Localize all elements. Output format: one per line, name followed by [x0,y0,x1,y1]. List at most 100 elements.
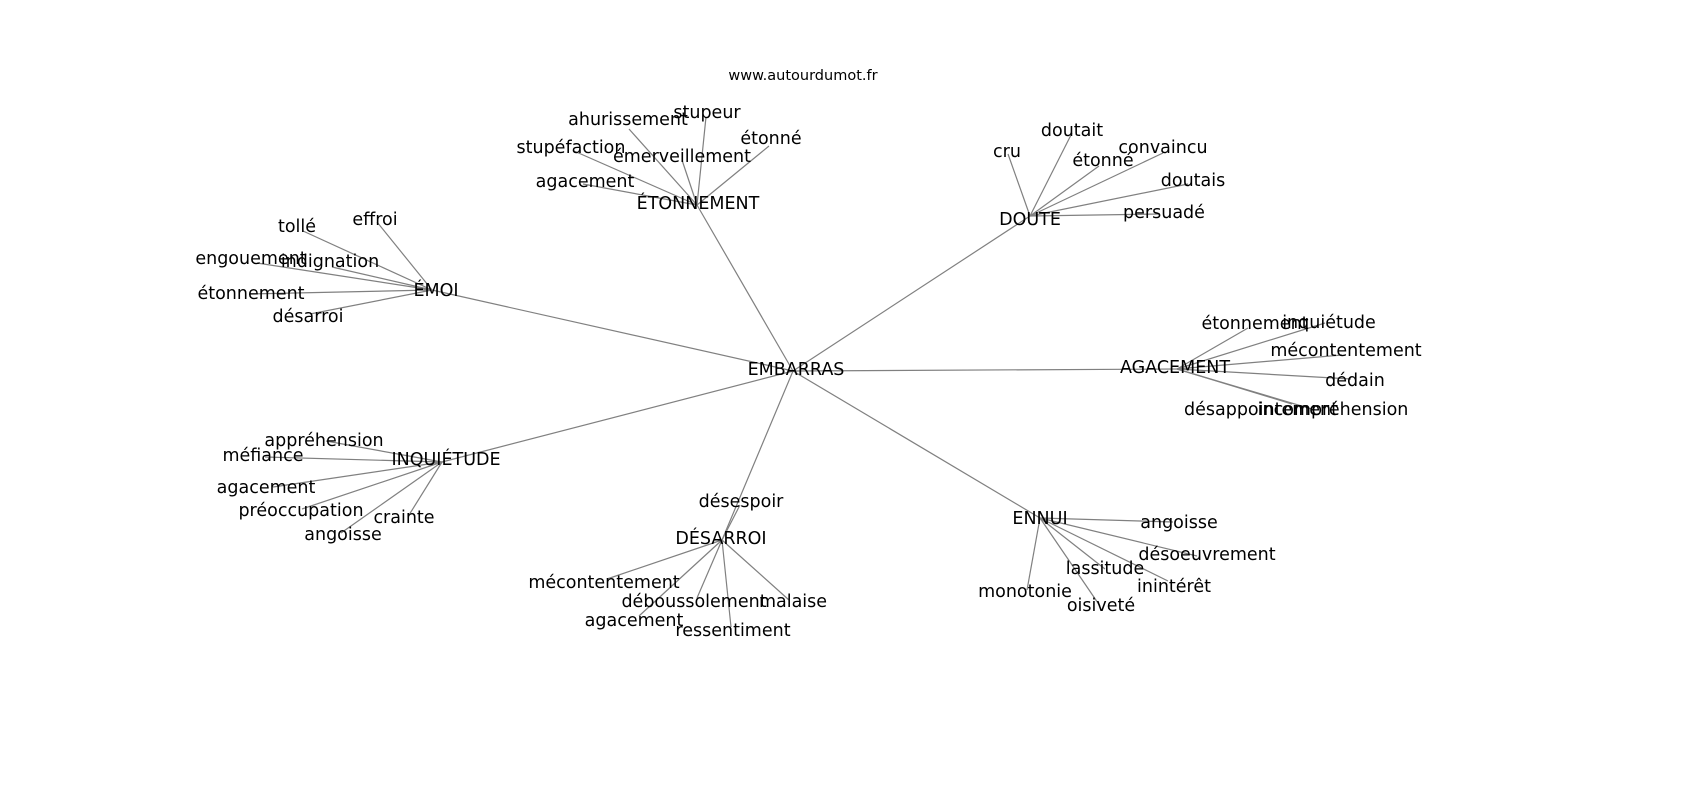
hub-node-label-emoi: ÉMOI [413,279,458,301]
leaf-node-label-etonnement-4: émerveillement [613,147,751,167]
edge-inquietude-leaf-1 [264,456,443,463]
edge-center-ennui [792,370,1041,519]
leaf-node-label-ennui-2: lassitude [1066,559,1145,579]
edge-etonnement-leaf-4 [681,159,698,206]
edge-center-inquietude [441,370,794,463]
edge-desarroi-leaf-5 [721,539,732,628]
leaf-node-label-etonnement-5: agacement [536,172,635,192]
edge-inquietude-leaf-3 [301,461,443,510]
leaf-node-label-doute-3: convaincu [1118,138,1207,158]
edge-center-etonnement [696,204,794,372]
leaf-node-label-agacement-2: mécontentement [1270,341,1421,361]
edge-etonnement-leaf-2 [696,145,770,206]
leaf-node-label-ennui-0: angoisse [1140,513,1218,533]
leaf-node-label-etonnement-1: stupeur [673,103,741,123]
leaf-node-label-inquietude-0: appréhension [264,431,383,451]
edge-ennui-leaf-5 [1039,517,1101,607]
leaf-node-label-desarroi-0: désespoir [699,492,785,512]
edge-desarroi-leaf-0 [721,504,741,541]
leaf-node-label-agacement-4: désappointement [1184,400,1338,420]
hub-node-label-doute: DOUTE [999,210,1061,230]
edge-emoi-leaf-5 [309,289,433,315]
leaf-node-label-etonnement-2: étonné [740,129,801,149]
edge-desarroi-leaf-1 [606,539,723,580]
leaf-node-label-agacement-3: dédain [1325,371,1385,391]
hub-node-label-ennui: ENNUI [1012,509,1067,529]
leaf-node-label-agacement-0: étonnement [1201,314,1308,334]
leaf-node-label-inquietude-3: préoccupation [238,501,363,521]
leaf-node-label-emoi-5: désarroi [273,307,344,327]
edge-inquietude-leaf-0 [325,440,443,463]
leaf-node-label-etonnement-3: stupéfaction [517,138,626,158]
hub-node-label-agacement: AGACEMENT [1120,358,1230,378]
leaf-node-label-desarroi-2: déboussolement [621,592,766,612]
edge-etonnement-leaf-5 [582,183,698,206]
leaf-node-label-doute-5: persuadé [1123,203,1205,223]
leaf-node-label-desarroi-4: agacement [585,611,684,631]
edge-emoi-leaf-4 [249,289,433,295]
leaf-node-label-ennui-1: désoeuvrement [1138,545,1275,565]
leaf-node-label-agacement-1: inquiétude [1282,313,1376,333]
edges-layer [249,116,1352,628]
edge-center-agacement [792,368,1178,372]
edge-emoi-leaf-2 [256,262,433,291]
leaf-node-label-ennui-4: monotonie [978,582,1072,602]
edge-etonnement-leaf-1 [696,116,707,206]
center-node-label: EMBARRAS [748,360,845,380]
edge-desarroi-leaf-4 [638,539,723,617]
edge-doute-leaf-5 [1029,213,1161,217]
edge-inquietude-leaf-2 [272,461,443,488]
leaf-node-label-doute-2: étonné [1072,151,1133,171]
leaf-node-label-emoi-1: effroi [352,210,397,230]
leaf-node-label-etonnement-0: ahurissement [568,110,688,130]
leaf-node-label-emoi-2: engouement [195,249,306,269]
edge-doute-leaf-0 [1029,132,1073,217]
edge-doute-leaf-3 [1029,152,1164,217]
edge-emoi-leaf-3 [331,266,433,291]
hub-node-label-inquietude: INQUIÉTUDE [391,448,500,470]
leaf-node-label-doute-4: doutais [1161,171,1225,191]
edge-desarroi-leaf-3 [721,539,790,601]
edge-ennui-leaf-2 [1039,517,1106,570]
leaf-node-label-desarroi-5: ressentiment [675,621,790,641]
edge-desarroi-leaf-2 [696,539,723,599]
leaf-node-label-emoi-4: étonnement [197,284,304,304]
edge-doute-leaf-4 [1029,183,1189,217]
leaf-node-label-desarroi-3: malaise [759,592,827,612]
edge-emoi-leaf-0 [302,230,433,291]
leaf-node-label-ennui-3: inintérêt [1137,577,1211,597]
hub-node-label-etonnement: ÉTONNEMENT [637,192,760,214]
leaf-node-label-doute-0: doutait [1041,121,1103,141]
edge-inquietude-leaf-4 [408,461,443,516]
edge-agacement-leaf-1 [1176,322,1326,370]
leaf-node-label-doute-1: cru [993,142,1021,162]
edge-center-emoi [431,289,794,372]
leaf-node-label-emoi-0: tollé [278,217,316,237]
leaf-node-label-desarroi-1: mécontentement [528,573,679,593]
edge-ennui-leaf-4 [1026,517,1041,591]
edge-ennui-leaf-0 [1039,517,1174,523]
edge-agacement-leaf-3 [1176,368,1352,380]
leaf-node-label-inquietude-1: méfiance [222,446,303,466]
hub-node-label-desarroi: DÉSARROI [675,527,766,549]
edge-agacement-leaf-2 [1176,354,1343,370]
leaf-node-label-emoi-3: indignation [281,252,379,272]
edge-agacement-leaf-0 [1176,327,1249,370]
leaf-node-label-ennui-5: oisiveté [1067,596,1135,616]
edge-ennui-leaf-1 [1039,517,1198,557]
edge-center-desarroi [721,370,794,541]
edge-doute-leaf-1 [1007,153,1031,217]
edge-agacement-leaf-5 [1176,368,1316,411]
leaf-node-label-inquietude-5: angoisse [304,525,382,545]
edge-emoi-leaf-1 [376,221,433,291]
edge-ennui-leaf-3 [1039,517,1169,582]
edge-center-doute [792,215,1031,372]
leaf-node-label-agacement-5: incompréhension [1258,400,1409,420]
edge-doute-leaf-2 [1029,165,1100,217]
edge-etonnement-leaf-3 [573,150,698,206]
edge-inquietude-leaf-5 [340,461,443,534]
edge-etonnement-leaf-0 [628,128,698,206]
